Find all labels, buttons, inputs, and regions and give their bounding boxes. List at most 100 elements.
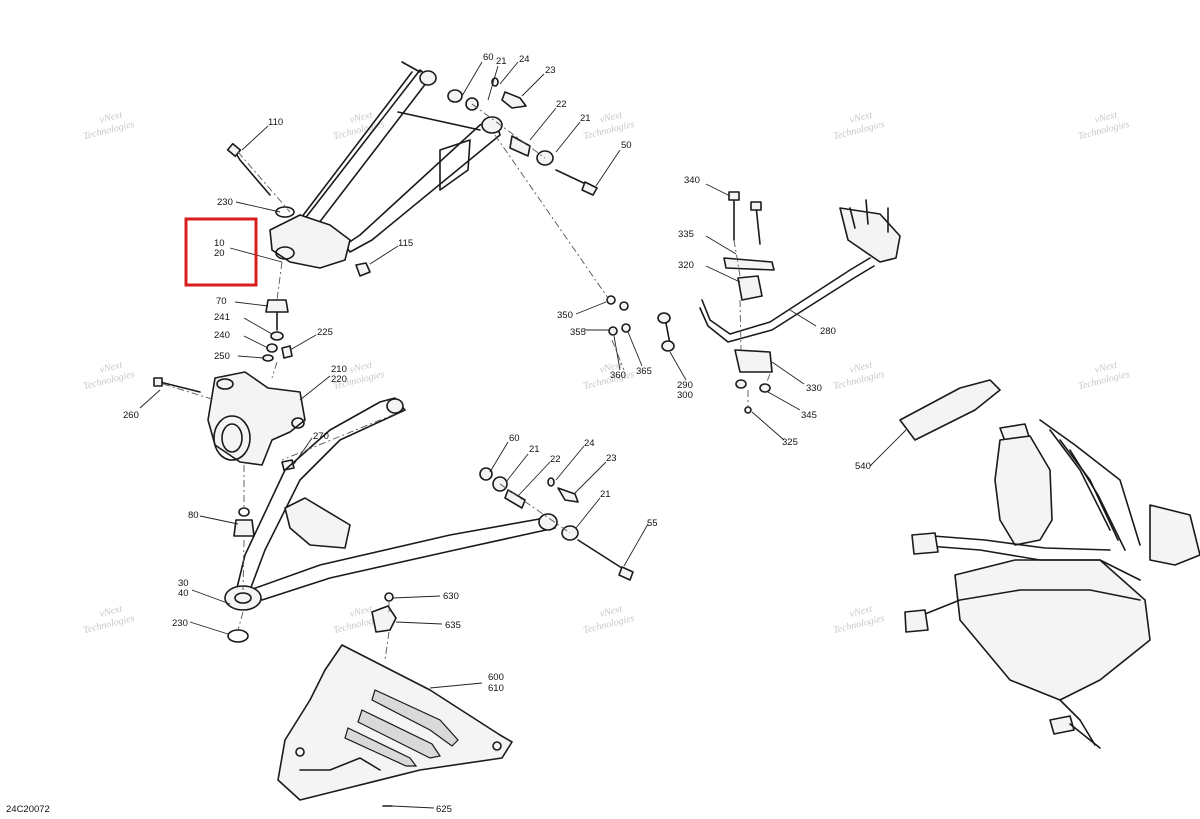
bushing-clamp-320	[723, 191, 775, 301]
callout-220[interactable]: 220	[331, 374, 347, 385]
callout-325[interactable]: 325	[782, 437, 798, 448]
callout-300[interactable]: 300	[677, 390, 693, 401]
callout-340[interactable]: 340	[684, 175, 700, 186]
circlip-230-lower	[227, 629, 249, 643]
callout-30[interactable]: 30	[178, 578, 189, 589]
nut-240	[266, 343, 278, 353]
callout-335[interactable]: 335	[678, 229, 694, 240]
svg-text:vNext: vNext	[99, 110, 124, 126]
callout-20[interactable]: 20	[214, 248, 225, 259]
callout-260[interactable]: 260	[123, 410, 139, 421]
watermark: vNext Technologies	[832, 110, 886, 143]
bracket-330	[734, 349, 773, 414]
callout-21[interactable]: 21	[580, 113, 591, 124]
callout-50[interactable]: 50	[621, 140, 632, 151]
callout-280[interactable]: 280	[820, 326, 836, 337]
callout-330[interactable]: 330	[806, 383, 822, 394]
circlip-230-upper	[275, 206, 295, 218]
washer-241	[270, 331, 284, 341]
callout-350[interactable]: 350	[557, 310, 573, 321]
callout-115[interactable]: 115	[398, 238, 413, 249]
nut-270	[281, 459, 295, 471]
callout-360[interactable]: 360	[610, 370, 626, 381]
callout-24[interactable]: 24	[584, 438, 595, 449]
watermark: vNext Technologies	[832, 360, 886, 393]
skid-plate	[277, 644, 513, 801]
watermark: vNext Technologies	[1077, 110, 1131, 143]
watermark: vNext Technologies	[82, 110, 136, 143]
callout-600[interactable]: 600	[488, 672, 504, 683]
svg-text:vNext: vNext	[1094, 110, 1119, 126]
svg-text:vNext: vNext	[349, 110, 374, 126]
watermark: vNext Technologies	[582, 360, 636, 393]
leader-lines	[139, 61, 907, 809]
washer-250	[262, 354, 274, 362]
sway-bar-280	[699, 199, 901, 343]
callout-60[interactable]: 60	[509, 433, 520, 444]
callout-320[interactable]: 320	[678, 260, 694, 271]
callout-24[interactable]: 24	[519, 54, 530, 65]
callout-21[interactable]: 21	[600, 489, 611, 500]
lower-a-arm	[224, 397, 558, 611]
callout-80[interactable]: 80	[188, 510, 199, 521]
callout-540[interactable]: 540	[855, 461, 871, 472]
svg-text:vNext: vNext	[849, 360, 874, 376]
callout-230[interactable]: 230	[172, 618, 188, 629]
svg-text:vNext: vNext	[349, 604, 374, 620]
callout-210[interactable]: 210	[331, 364, 347, 375]
link-290	[606, 295, 675, 352]
callouts: 60 21 24 23 22 21 50 110 230 10 20 115 7…	[123, 52, 871, 815]
svg-text:vNext: vNext	[599, 604, 624, 620]
callout-625[interactable]: 625	[436, 804, 452, 815]
callout-55[interactable]: 55	[647, 518, 658, 529]
callout-230[interactable]: 230	[217, 197, 233, 208]
ball-joint-70	[265, 299, 289, 331]
callout-40[interactable]: 40	[178, 588, 189, 599]
bolt-260-head	[153, 377, 163, 387]
assembly-axes	[162, 103, 771, 661]
upper-a-arm	[269, 61, 503, 269]
callout-23[interactable]: 23	[545, 65, 556, 76]
callout-270[interactable]: 270	[313, 431, 329, 442]
callout-610[interactable]: 610	[488, 683, 504, 694]
callout-630[interactable]: 630	[443, 591, 459, 602]
svg-text:vNext: vNext	[349, 360, 374, 376]
bolt-260	[159, 381, 201, 393]
assembled-suspension-view	[899, 379, 1200, 749]
watermark: vNext Technologies	[82, 604, 136, 637]
bolt-630	[384, 592, 394, 602]
watermark: vNext Technologies	[1077, 360, 1131, 393]
callout-22[interactable]: 22	[550, 454, 561, 465]
callout-225[interactable]: 225	[317, 327, 333, 338]
callout-250[interactable]: 250	[214, 351, 230, 362]
svg-text:vNext: vNext	[849, 604, 874, 620]
lower-arm-hardware	[479, 467, 634, 581]
callout-23[interactable]: 23	[606, 453, 617, 464]
bracket-635	[371, 605, 397, 633]
callout-22[interactable]: 22	[556, 99, 567, 110]
callout-10[interactable]: 10	[214, 238, 225, 249]
callout-635[interactable]: 635	[445, 620, 461, 631]
highlight-box	[184, 217, 258, 287]
callout-70[interactable]: 70	[216, 296, 227, 307]
callout-290[interactable]: 290	[677, 380, 693, 391]
svg-text:vNext: vNext	[849, 110, 874, 126]
callout-21[interactable]: 21	[496, 56, 507, 67]
watermark: vNext Technologies	[82, 360, 136, 393]
ball-joint-80	[233, 507, 255, 537]
drawing-code: 24C20072	[6, 804, 50, 815]
callout-60[interactable]: 60	[483, 52, 494, 63]
svg-text:vNext: vNext	[99, 604, 124, 620]
callout-241[interactable]: 241	[214, 312, 230, 323]
watermark: vNext Technologies	[582, 604, 636, 637]
callout-21[interactable]: 21	[529, 444, 540, 455]
callout-365[interactable]: 365	[636, 366, 652, 377]
callout-355[interactable]: 355	[570, 327, 586, 338]
bolt-110	[226, 142, 271, 196]
callout-110[interactable]: 110	[268, 117, 283, 128]
callout-345[interactable]: 345	[801, 410, 817, 421]
callout-240[interactable]: 240	[214, 330, 230, 341]
watermark: vNext Technologies	[832, 604, 886, 637]
knuckle-210	[207, 371, 306, 466]
